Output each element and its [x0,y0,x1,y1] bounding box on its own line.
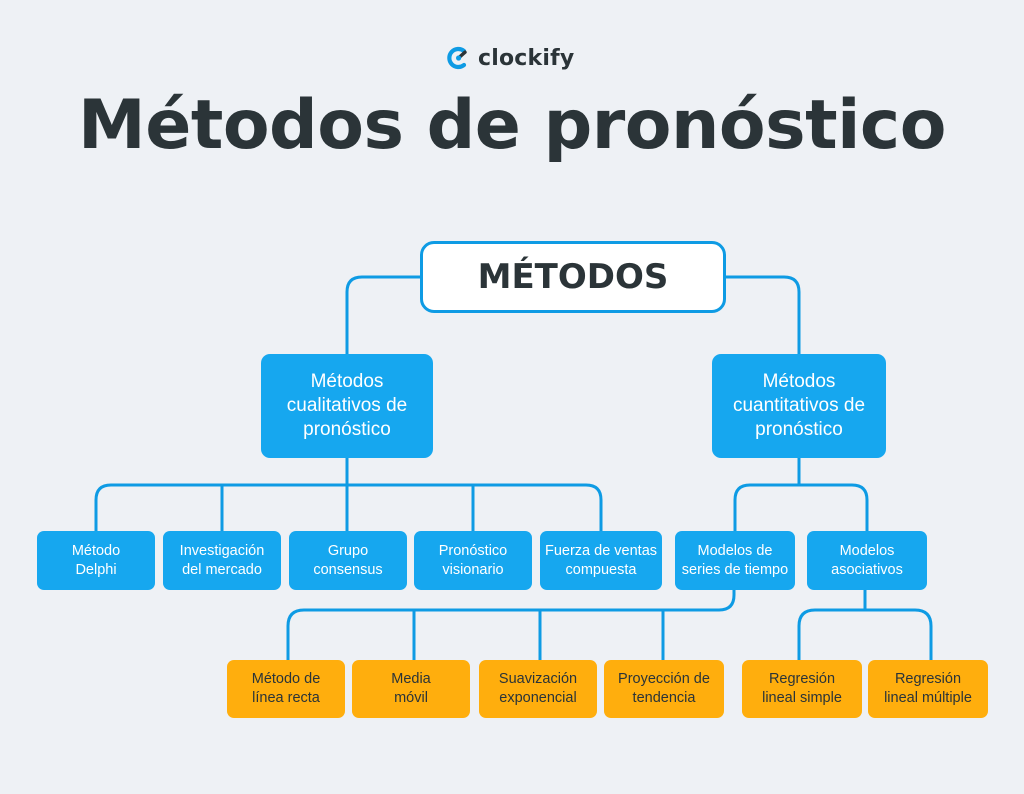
qualitative-methods-label: Métodos cualitativos de pronóstico [286,371,408,440]
associative-models-node: Modelos asociativos [807,531,927,590]
exponential-smoothing-label: Suavización exponencial [498,671,578,706]
sales-force-composite-label: Fuerza de ventas compuesta [544,542,658,578]
brand-logo: clockify [446,42,574,74]
market-research-node: Investigación del mercado [163,531,281,590]
straight-line-method-label: Método de línea recta [251,671,321,706]
market-research-label: Investigación del mercado [179,542,265,578]
root-label: MÉTODOS [477,257,669,297]
brand-name: clockify [478,45,575,71]
quantitative-methods-label: Métodos cuantitativos de pronóstico [732,371,866,440]
trend-projection-label: Proyección de tendencia [618,671,710,706]
consensus-group-label: Grupo consensus [313,542,383,578]
multiple-linear-regression-label: Regresión lineal múltiple [884,671,972,706]
root-node: MÉTODOS [420,241,726,313]
simple-linear-regression-node: Regresión lineal simple [742,660,862,718]
time-series-models-label: Modelos de series de tiempo [681,542,789,578]
connector-root-qualitative [345,275,422,356]
moving-average-node: Media móvil [352,660,470,718]
trend-projection-node: Proyección de tendencia [604,660,724,718]
qualitative-methods-node: Métodos cualitativos de pronóstico [261,354,433,458]
clockify-logo-icon [447,46,467,70]
connector-time-series-children [286,588,736,662]
quantitative-methods-node: Métodos cuantitativos de pronóstico [712,354,886,458]
page-title: Métodos de pronóstico [78,86,946,165]
visionary-forecast-label: Pronóstico visionario [438,542,508,578]
connector-associative-children [797,608,933,662]
exponential-smoothing-node: Suavización exponencial [479,660,597,718]
multiple-linear-regression-node: Regresión lineal múltiple [868,660,988,718]
delphi-method-node: Método Delphi [37,531,155,590]
connector-quantitative-children [733,483,869,533]
associative-models-label: Modelos asociativos [831,542,903,578]
delphi-method-label: Método Delphi [71,542,121,578]
simple-linear-regression-label: Regresión lineal simple [762,671,842,706]
moving-average-label: Media móvil [391,671,431,706]
sales-force-composite-node: Fuerza de ventas compuesta [540,531,662,590]
time-series-models-node: Modelos de series de tiempo [675,531,795,590]
connector-root-quantitative [724,275,801,356]
consensus-group-node: Grupo consensus [289,531,407,590]
straight-line-method-node: Método de línea recta [227,660,345,718]
visionary-forecast-node: Pronóstico visionario [414,531,532,590]
